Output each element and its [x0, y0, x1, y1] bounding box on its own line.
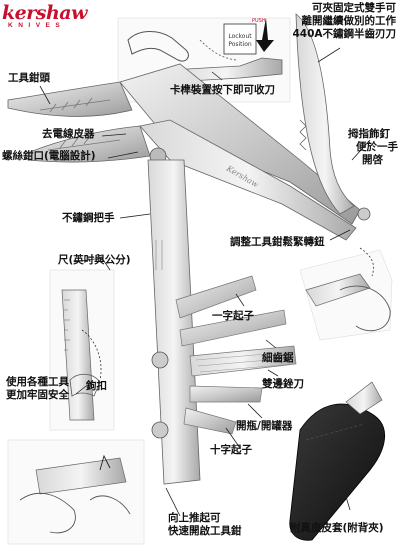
position-stamp: Position — [228, 41, 252, 48]
kershaw-logo: kershaw KNIVES — [2, 2, 94, 32]
dual-blade-line1: 可夾固定式雙手可 — [312, 2, 396, 14]
label-double-blade: 雙邊銼刀 — [262, 378, 304, 390]
tool-body — [147, 159, 297, 485]
label-dual-blade: 可夾固定式雙手可 離開繼續做別的工作 440A不鏽鋼半齒刃刀 — [268, 2, 396, 41]
lock-tip-line2: 更加牢固安全 — [6, 389, 69, 401]
brand-name: kershaw — [2, 2, 87, 24]
thumb-stud-line1: 拇指飾釘 — [348, 128, 390, 140]
label-stainless-handle: 不鏽鋼把手 — [62, 212, 115, 224]
pivot-adjust-inset — [299, 247, 393, 341]
label-wire-stripper: 去電線皮器 — [42, 128, 95, 140]
leader-lines — [39, 47, 371, 517]
push-open-inset — [7, 439, 145, 545]
lock-ruler-inset — [49, 269, 115, 431]
label-fine-file: 細齒鋸 — [262, 352, 294, 364]
push-open-line1: 向上推起可 — [168, 512, 221, 524]
push-stamp: PUSH — [252, 18, 266, 24]
dual-blade-line2: 離開繼續做別的工作 — [301, 15, 397, 27]
thumb-stud-line3: 開啓 — [362, 154, 383, 166]
label-button-release: 卡榫裝置按下即可收刀 — [170, 84, 275, 96]
label-can-opener: 開瓶/開罐器 — [236, 420, 293, 432]
knife-blade — [295, 13, 371, 221]
lock-tip-line1: 使用各種工具 — [6, 376, 69, 388]
thumb-stud-line2: 便於一手 — [356, 141, 398, 153]
brand-sub: KNIVES — [8, 22, 66, 29]
lockout-stamp: Lockout — [228, 33, 252, 40]
push-open-line2: 快速開啟工具鉗 — [168, 525, 242, 537]
dual-blade-line3: 440A不鏽鋼半齒刃刀 — [292, 28, 396, 40]
label-phillips: 十字起子 — [210, 444, 252, 456]
label-adjust-pivot: 調整工具鉗鬆緊轉鈕 — [230, 236, 325, 248]
label-lanyard: 鉤扣 — [86, 380, 107, 392]
label-sheath: 附真皮皮套(附背夾) — [290, 522, 384, 534]
label-push-open: 向上推起可 快速開啟工具鉗 — [168, 512, 258, 538]
label-wire-crimper: 螺絲鉗口(電腦設計) — [2, 150, 96, 162]
label-lock-tip: 使用各種工具 更加牢固安全 — [6, 376, 78, 402]
label-flat-screwdriver: 一字起子 — [212, 310, 254, 322]
pliers-head — [7, 81, 151, 163]
label-thumb-stud: 拇指飾釘 便於一手 開啓 — [348, 128, 400, 167]
label-pliers-head: 工具鉗頭 — [8, 72, 50, 84]
label-ruler: 尺(英吋與公分) — [58, 254, 131, 266]
leather-sheath — [289, 381, 386, 541]
